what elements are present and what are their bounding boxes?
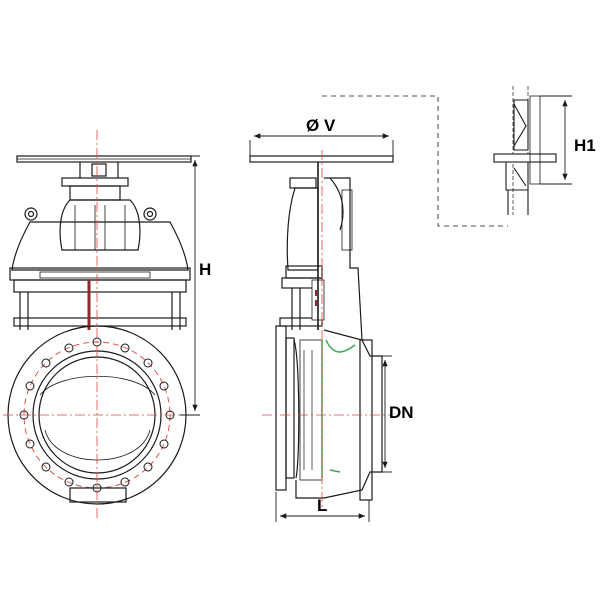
face-to-face-length-label: L	[317, 496, 328, 515]
height-label: H	[199, 260, 212, 279]
side-handwheel	[249, 155, 394, 163]
handwheel-height-label: H1	[574, 136, 596, 155]
dimension-l	[275, 492, 370, 522]
dimension-h	[160, 155, 200, 416]
side-body	[275, 325, 383, 501]
front-yoke	[59, 162, 141, 251]
side-view	[249, 95, 508, 522]
dimension-dn	[376, 355, 392, 473]
front-view	[3, 130, 200, 520]
front-handwheel	[16, 155, 192, 163]
dimension-v	[249, 133, 394, 156]
side-centerlines	[262, 150, 392, 510]
h1-detail	[493, 86, 572, 215]
front-bonnet	[9, 221, 191, 330]
side-bonnet	[279, 162, 363, 341]
front-centerlines	[3, 130, 192, 520]
detail-leader-outline	[322, 95, 508, 227]
nominal-diameter-label: DN	[389, 403, 414, 422]
handwheel-diameter-label: Ø V	[306, 116, 336, 135]
side-seal	[321, 339, 356, 478]
front-lifting-eyes	[24, 207, 157, 221]
dimension-h1	[540, 95, 572, 185]
